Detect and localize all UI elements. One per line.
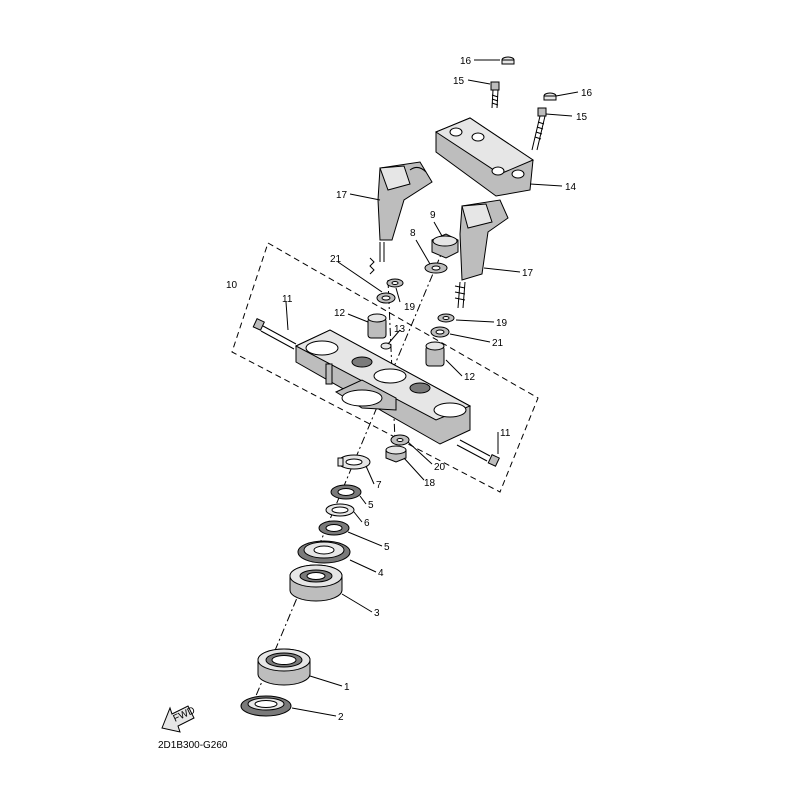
ring-nut-5-lower xyxy=(318,520,350,536)
upper-bracket xyxy=(294,329,472,445)
callout-11-left: 11 xyxy=(282,294,293,305)
seal-2 xyxy=(240,695,292,717)
callout-10: 10 xyxy=(226,280,238,291)
diagram-code: 2D1B300-G260 xyxy=(158,740,228,751)
callout-21-left: 21 xyxy=(330,254,342,265)
bearing-cover-4 xyxy=(297,540,351,564)
callout-19-left: 19 xyxy=(404,302,416,313)
steering-axis-line xyxy=(249,244,446,711)
callout-5-upper: 5 xyxy=(368,500,374,511)
callout-5-lower: 5 xyxy=(384,542,390,553)
washer-6 xyxy=(325,503,355,517)
callout-12-right: 12 xyxy=(464,372,476,383)
washer-19-right xyxy=(437,313,455,323)
handlebar-holder-lower-left xyxy=(369,161,433,275)
callout-14: 14 xyxy=(565,182,577,193)
callout-16-left: 16 xyxy=(460,56,472,67)
callout-2: 2 xyxy=(338,712,344,723)
leader-lines xyxy=(285,59,579,717)
washer-20 xyxy=(390,434,410,446)
damper-12-left xyxy=(367,313,387,339)
callout-18: 18 xyxy=(424,478,436,489)
handlebar-holder-upper xyxy=(434,117,535,197)
callout-13: 13 xyxy=(394,324,406,335)
collar-13 xyxy=(380,342,392,350)
washer-21-right xyxy=(430,326,450,338)
lock-washer-7 xyxy=(337,454,371,470)
nut-18 xyxy=(385,445,407,463)
callout-17-right: 17 xyxy=(522,268,534,279)
bolt-11-left xyxy=(252,318,297,350)
bolt-11-right xyxy=(456,439,500,467)
bearing-3 xyxy=(289,564,343,602)
washer-19-left xyxy=(386,278,404,288)
cap-16-right xyxy=(543,92,557,101)
callout-12-left: 12 xyxy=(334,308,346,319)
callout-15-left: 15 xyxy=(453,76,465,87)
ring-nut-5-upper xyxy=(330,484,362,500)
forward-arrow-icon: FWD xyxy=(161,705,197,733)
washer-21-left xyxy=(376,292,396,304)
cap-16-left xyxy=(501,56,515,65)
callout-4: 4 xyxy=(378,568,384,579)
callout-11-right: 11 xyxy=(500,428,511,439)
callout-7: 7 xyxy=(376,480,382,491)
callout-1: 1 xyxy=(344,682,350,693)
assembly-group-outline xyxy=(231,242,539,493)
callout-15-right: 15 xyxy=(576,112,588,123)
callout-20: 20 xyxy=(434,462,446,473)
callout-6: 6 xyxy=(364,518,370,529)
bolt-15-right xyxy=(531,107,547,151)
callout-8: 8 xyxy=(410,228,416,239)
callout-16-right: 16 xyxy=(581,88,593,99)
handlebar-holder-lower-right xyxy=(454,199,509,309)
callout-9: 9 xyxy=(430,210,436,221)
damper-12-right xyxy=(425,341,445,367)
steering-nut-9 xyxy=(431,233,459,259)
callout-17-left: 17 xyxy=(336,190,348,201)
washer-8 xyxy=(424,262,448,274)
callout-19-right: 19 xyxy=(496,318,508,329)
callout-21-right: 21 xyxy=(492,338,504,349)
callout-3: 3 xyxy=(374,608,380,619)
bolt-15-left xyxy=(490,81,500,109)
bearing-race-1 xyxy=(257,648,311,686)
